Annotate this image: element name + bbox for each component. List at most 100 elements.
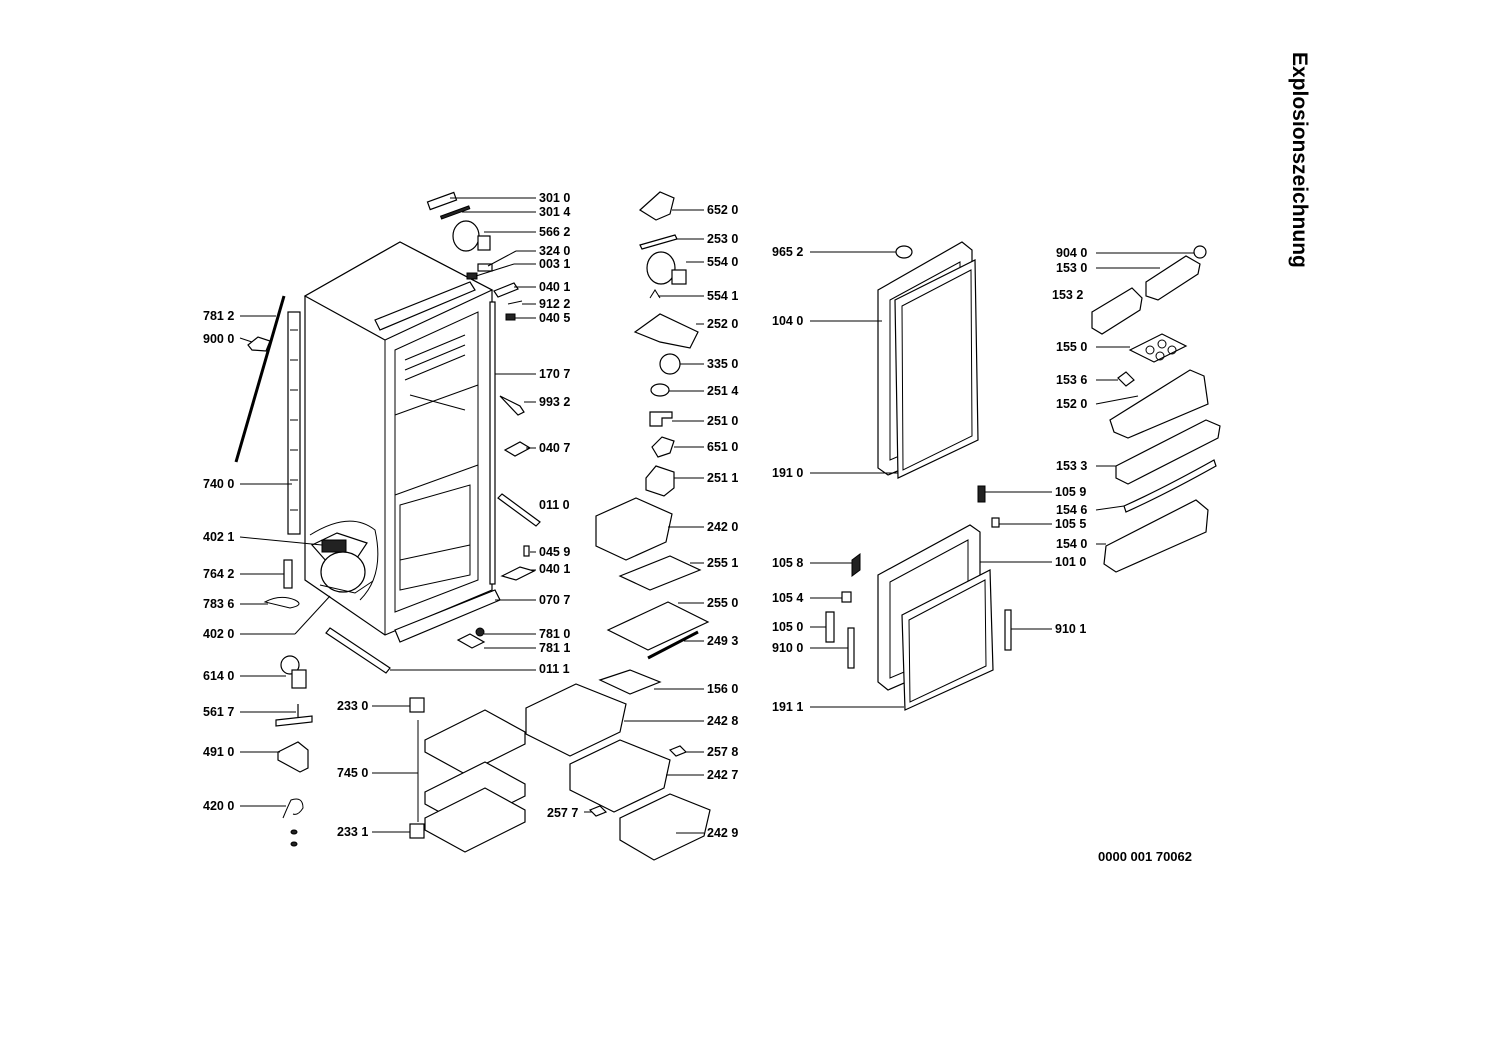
part-003-1 (466, 272, 478, 280)
part-251-0 (649, 411, 673, 427)
part-045-9 (523, 545, 530, 557)
part-233-0 (409, 697, 425, 713)
part-152-0 (1109, 369, 1209, 439)
part-910-1 (1004, 609, 1012, 651)
gasket-191-1-inner (908, 579, 987, 703)
pipe-781 (234, 295, 286, 463)
label-402-1: 402 1 (203, 530, 234, 544)
part-561-7 (275, 704, 313, 727)
label-335-0: 335 0 (707, 357, 738, 371)
label-153-3: 153 3 (1056, 459, 1087, 473)
part-154-6 (1123, 459, 1217, 513)
part-257-7 (588, 805, 608, 817)
hose-783 (263, 596, 300, 609)
part-554-0-box (671, 269, 687, 285)
gasket-191-1 (901, 569, 994, 711)
wire-baskets-745 (417, 709, 526, 853)
label-045-9: 045 9 (539, 545, 570, 559)
label-324-0: 324 0 (539, 244, 570, 258)
part-491-0 (277, 741, 309, 773)
part-011-0 (497, 493, 541, 527)
part-420-0 (282, 798, 304, 819)
label-003-1: 003 1 (539, 257, 570, 271)
part-242-8 (525, 683, 627, 757)
drawing-title: Explosionszeichnung (1288, 52, 1311, 268)
label-910-0: 910 0 (772, 641, 803, 655)
label-152-0: 152 0 (1056, 397, 1087, 411)
part-324-0 (477, 263, 493, 272)
label-191-0: 191 0 (772, 466, 803, 480)
part-156-0 (598, 669, 662, 695)
label-105-9: 105 9 (1055, 485, 1086, 499)
label-783-6: 783 6 (203, 597, 234, 611)
label-105-8: 105 8 (772, 556, 803, 570)
part-040-7 (503, 441, 532, 457)
cabinet-body (303, 241, 501, 643)
label-170-7: 170 7 (539, 367, 570, 381)
label-910-1: 910 1 (1055, 622, 1086, 636)
label-242-0: 242 0 (707, 520, 738, 534)
part-153-3 (1115, 419, 1221, 485)
part-153-0 (1145, 255, 1201, 301)
label-105-4: 105 4 (772, 591, 803, 605)
clip-900 (247, 336, 271, 352)
part-904-0 (1193, 245, 1207, 259)
label-301-4: 301 4 (539, 205, 570, 219)
part-652-0 (639, 191, 675, 221)
label-101-0: 101 0 (1055, 555, 1086, 569)
label-255-0: 255 0 (707, 596, 738, 610)
part-154-0 (1103, 499, 1209, 573)
label-900-0: 900 0 (203, 332, 234, 346)
part-105-5 (991, 517, 1000, 528)
part-040-1a (493, 282, 519, 298)
gasket-191-0 (894, 259, 979, 479)
label-993-2: 993 2 (539, 395, 570, 409)
part-252-0 (633, 313, 699, 349)
label-252-0: 252 0 (707, 317, 738, 331)
part-labels: 781 2 900 0 740 0 402 1 764 2 783 6 402 … (203, 191, 1087, 840)
compressor (311, 532, 374, 594)
label-257-7: 257 7 (547, 806, 578, 820)
label-105-0: 105 0 (772, 620, 803, 634)
part-253-0 (639, 234, 678, 250)
part-255-1 (618, 555, 702, 591)
gasket-191-0-inner (901, 269, 973, 471)
part-301-0 (426, 191, 458, 211)
part-301-4 (439, 205, 471, 220)
document-number: 0000 001 70062 (1098, 849, 1192, 864)
part-155-0-egg1 (1145, 345, 1155, 355)
part-566-2-box (477, 235, 491, 251)
label-191-1: 191 1 (772, 700, 803, 714)
label-255-1: 255 1 (707, 556, 738, 570)
label-040-5: 040 5 (539, 311, 570, 325)
label-764-2: 764 2 (203, 567, 234, 581)
label-745-0: 745 0 (337, 766, 368, 780)
label-251-4: 251 4 (707, 384, 738, 398)
part-105-0 (825, 611, 835, 643)
label-402-0: 402 0 (203, 627, 234, 641)
part-233-1 (409, 823, 425, 839)
part-781-0 (475, 627, 485, 637)
part-255-0 (606, 601, 710, 651)
label-156-0: 156 0 (707, 682, 738, 696)
part-040-5 (505, 313, 516, 321)
label-153-0: 153 0 (1056, 261, 1087, 275)
filter-764 (283, 559, 293, 589)
label-781-1: 781 1 (539, 641, 570, 655)
label-070-7: 070 7 (539, 593, 570, 607)
label-104-0: 104 0 (772, 314, 803, 328)
label-781-2: 781 2 (203, 309, 234, 323)
label-420-0: 420 0 (203, 799, 234, 813)
part-335-0 (659, 353, 681, 375)
label-233-1: 233 1 (337, 825, 368, 839)
label-105-5: 105 5 (1055, 517, 1086, 531)
leader-lines (239, 197, 1194, 834)
part-566-2 (452, 220, 480, 252)
label-011-0: 011 0 (539, 498, 570, 512)
label-154-0: 154 0 (1056, 537, 1087, 551)
part-105-9 (977, 485, 986, 503)
part-420-0-cap1 (290, 829, 298, 835)
label-249-3: 249 3 (707, 634, 738, 648)
part-993-2 (499, 395, 525, 416)
part-011-1 (325, 627, 391, 674)
